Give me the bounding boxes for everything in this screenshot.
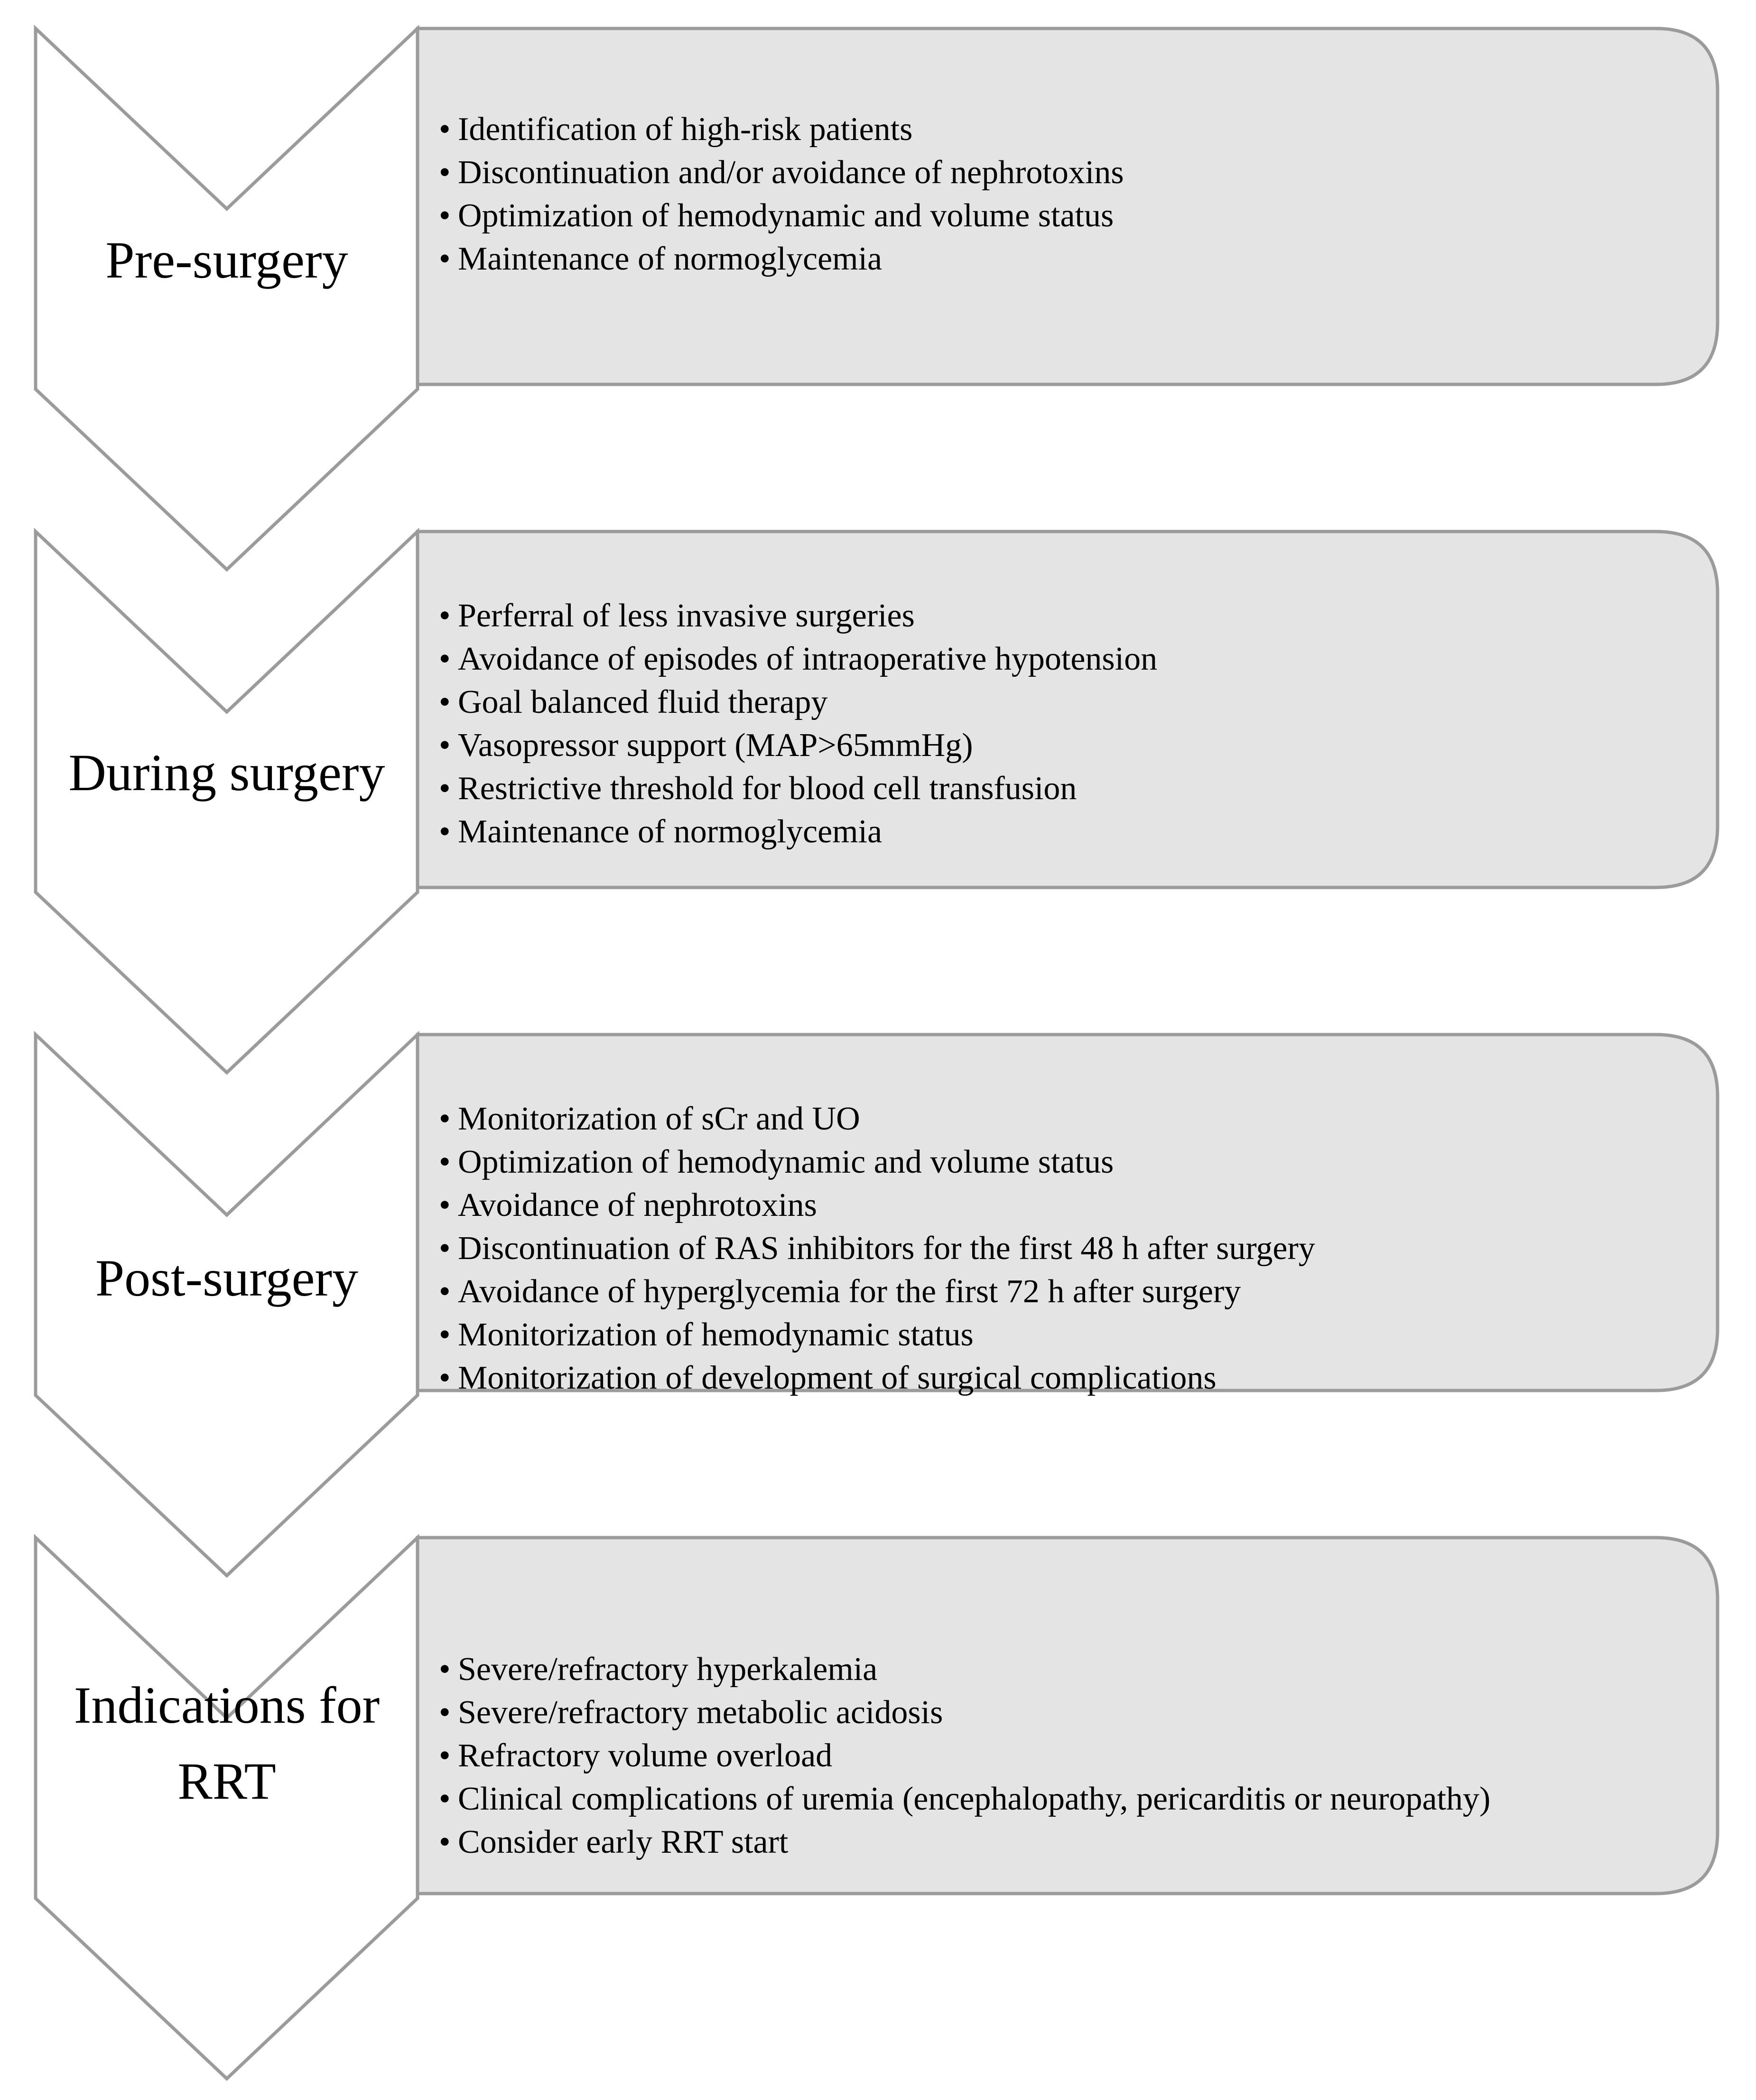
list-item: Refractory volume overload: [458, 1737, 832, 1774]
stage-chevron: [34, 1533, 419, 2081]
bullet-icon: •: [439, 154, 451, 191]
list-item: Monitorization of sCr and UO: [458, 1101, 860, 1137]
stage-chevron: [34, 1030, 419, 1578]
bullet-icon: •: [439, 1737, 451, 1774]
bullet-icon: •: [439, 1781, 451, 1817]
list-item: Severe/refractory metabolic acidosis: [458, 1694, 943, 1731]
list-item: Avoidance of hyperglycemia for the first…: [458, 1273, 1241, 1310]
bullet-icon: •: [439, 1360, 451, 1396]
list-item: Monitorization of hemodynamic status: [458, 1316, 974, 1353]
bullet-icon: •: [439, 1316, 451, 1353]
list-item: Avoidance of nephrotoxins: [458, 1187, 817, 1223]
bullet-icon: •: [439, 727, 451, 764]
bullet-icon: •: [439, 770, 451, 807]
bullet-icon: •: [439, 1101, 451, 1137]
stage-3: Post-surgery•Monitorization of sCr and U…: [34, 1030, 1719, 1578]
bullet-icon: •: [439, 111, 451, 148]
stage-label: Indications for: [74, 1676, 380, 1734]
bullet-icon: •: [439, 597, 451, 634]
list-item: Maintenance of normoglycemia: [458, 813, 882, 850]
bullet-icon: •: [439, 684, 451, 720]
bullet-icon: •: [439, 1230, 451, 1267]
list-item: Monitorization of development of surgica…: [458, 1360, 1217, 1396]
list-item: Discontinuation of RAS inhibitors for th…: [458, 1230, 1315, 1267]
list-item: Severe/refractory hyperkalemia: [458, 1651, 877, 1688]
list-item: Maintenance of normoglycemia: [458, 241, 882, 277]
bullet-icon: •: [439, 1694, 451, 1731]
bullet-icon: •: [439, 813, 451, 850]
stage-label: Post-surgery: [95, 1249, 358, 1307]
list-item: Consider early RRT start: [458, 1824, 789, 1860]
stage-label: During surgery: [68, 744, 385, 802]
stage-label: Pre-surgery: [105, 231, 348, 289]
stage-chevron: [34, 527, 419, 1075]
stage-content-box: [416, 1536, 1719, 1895]
list-item: Optimization of hemodynamic and volume s…: [458, 1144, 1114, 1180]
bullet-icon: •: [439, 1651, 451, 1688]
stage-2: During surgery•Perferral of less invasiv…: [34, 527, 1719, 1075]
stage-label: RRT: [177, 1752, 276, 1810]
list-item: Identification of high-risk patients: [458, 111, 912, 148]
list-item: Optimization of hemodynamic and volume s…: [458, 197, 1114, 234]
list-item: Discontinuation and/or avoidance of neph…: [458, 154, 1124, 191]
stage-content-box: [416, 27, 1719, 386]
bullet-icon: •: [439, 641, 451, 677]
bullet-icon: •: [439, 1824, 451, 1860]
bullet-icon: •: [439, 197, 451, 234]
list-item: Perferral of less invasive surgeries: [458, 597, 915, 634]
bullet-icon: •: [439, 1187, 451, 1223]
stage-chevron: [34, 24, 419, 572]
bullet-icon: •: [439, 241, 451, 277]
list-item: Goal balanced fluid therapy: [458, 684, 827, 720]
stage-content-box: [416, 530, 1719, 889]
list-item: Vasopressor support (MAP>65mmHg): [458, 727, 973, 764]
list-item: Avoidance of episodes of intraoperative …: [458, 641, 1157, 677]
list-item: Restrictive threshold for blood cell tra…: [458, 770, 1077, 807]
list-item: Clinical complications of uremia (enceph…: [458, 1781, 1490, 1817]
bullet-icon: •: [439, 1273, 451, 1310]
stage-content-box: [416, 1033, 1719, 1392]
stage-1: Pre-surgery•Identification of high-risk …: [34, 24, 1719, 572]
bullet-icon: •: [439, 1144, 451, 1180]
